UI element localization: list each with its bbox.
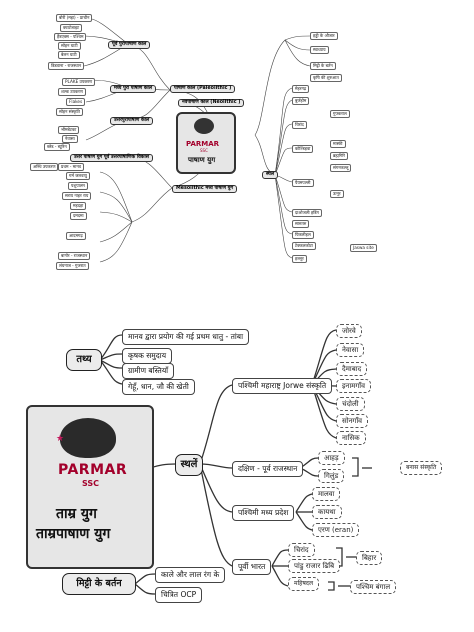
upper-right-item: हल्लूर [292,255,307,263]
upper-logo-sub: SSC [200,148,208,153]
upper-center-title: पाषाण युग [188,156,216,164]
upper-right-item: पिकलीहल [292,231,314,239]
upper-left-item: बागोर - राजस्थान [58,252,91,260]
branch-mid-paleo: मध्य पुरा पाषाण काल [110,85,157,93]
region-eastern-india: पूर्वी भारत [232,559,272,575]
site-item: नासिक [336,431,366,445]
site-item: जोरवे [336,324,362,338]
pottery-item: काले और लाल रंग के [155,567,226,583]
pottery-heading: मिट्टी के बर्तन [62,573,136,595]
branch-pre-mesolithic: उत्तर पाषाण युग पूर्व उत्तरपाषाणिक विकास [70,154,153,162]
region-western-mp: पश्चिमी मध्य प्रदेश [232,505,295,521]
site-item: आहड़ [318,451,345,465]
upper-left-item: क्वार्टजाइट [60,24,83,32]
site-item: चंदोली [336,397,365,411]
upper-left-item: लंघनाज - गुजरात [56,262,89,270]
upper-right-item: सारुतरु [292,220,310,228]
upper-left-item: आदमगढ़ [66,232,86,240]
site-item: एरण (eran) [312,523,360,537]
upper-left-item: बेलन घाटी [58,51,80,59]
pottery-item: चित्रित OCP [155,587,203,603]
branch-neolithic: नवपाषाण काल (Neolithic ) [178,99,245,107]
site-item: मालवा [312,487,341,501]
upper-right-item: ब्रह्मगिरि [330,152,348,160]
lower-center-title-2: ताम्रपाषाण युग [36,526,111,542]
upper-left-item: Flakes [66,98,86,106]
upper-left-item: सोहन घाटी [58,42,81,50]
fact-item: कृषक समुदाय [122,348,173,364]
upper-left-item: PLAKE उपकरण [62,78,96,86]
upper-left-item: बोरी (महा) - प्राचीन [56,14,93,22]
upper-right-item: हड्डी के औजार [310,32,338,40]
upper-left-item: अस्थि उपकरण [30,163,59,171]
upper-left-item: दमदमा [70,212,87,220]
site-item: दैमाबाद [336,362,368,376]
upper-left-item: गर्म जलवायु [66,172,90,180]
lower-logo-emblem [60,418,116,458]
lower-logo-sub: SSC [82,479,100,488]
facts-heading: तथ्य [66,349,102,371]
lower-logo-star-icon: ★ [56,434,65,444]
site-item: चिरांद [288,543,315,557]
upper-logo-text: PARMAR [186,140,220,148]
upper-right-item: संगनकल्लू [330,164,352,172]
upper-left-item: सोहन संस्कृति [56,108,83,116]
site-item: कायथा [312,505,342,519]
upper-left-item: महदहा [70,202,87,210]
upper-right-item: मास्की [330,140,346,148]
upper-right-item: कोल्डिहवा [292,145,314,153]
upper-right-item: मेहरगढ़ [292,85,310,93]
lower-center-title-1: ताम्र युग [56,506,97,522]
upper-right-item: गुफ्कराल [330,110,350,118]
site-item: महिषदल [288,577,320,591]
branch-sites: स्थल [262,171,279,179]
upper-right-item: मिट्टी के बर्तन [310,62,336,70]
upper-right-item: चिरांद [292,121,307,129]
region-note-bengal: पश्चिम बंगाल [350,580,397,594]
site-item: पांडु राजार ढिबि [288,559,341,573]
upper-left-item: प्रथम - मानव [58,163,84,171]
upper-logo-emblem [194,118,214,134]
upper-right-item: टेक्कलकोटा [292,242,316,250]
site-item: नेवासा [336,343,365,357]
upper-left-item: हैंडएक्स - पश्चिम [54,33,87,41]
branch-mesolithic: Mesolithic मध्य पाषाण युग [172,185,238,193]
lower-logo-text: PARMAR [58,462,128,478]
region-note-bihar: बिहार [356,551,383,565]
upper-left-item: ब्लेड - ब्यूरिन [44,143,70,151]
site-item: गिलुंड [318,469,345,483]
upper-right-item: स्वाध्याय [310,46,329,54]
site-item: इनामगाँव [336,379,371,393]
upper-left-item: शल्क उपकरण [58,88,86,96]
upper-right-item: पैयमपल्ली [292,179,314,187]
region-note-banas: बनास संस्कृति [400,461,443,475]
fact-item: गेहूँ, धान, जौ की खेती [122,379,195,395]
upper-right-item: बुर्जहोम [292,97,310,105]
fact-item: ग्रामीण बस्तियाँ [122,363,175,379]
upper-right-item: दाओजली हडिंग [292,209,322,217]
upper-right-item: Jaswa site [350,244,377,252]
fact-item: मानव द्वारा प्रयोग की गई प्रथम धातु - ता… [122,329,250,345]
sites-heading: स्थलें [175,454,203,476]
branch-paleolithic: पाषाण काल (Paleolithic ) [170,85,236,93]
upper-left-item: नेवासा [62,135,78,143]
branch-upper-paleo: उत्तरपुरापाषाण काल [110,117,154,125]
upper-right-item: उत्नूर [330,190,344,198]
upper-left-item: भीमबेटका [58,126,80,134]
region-western-maharashtra: पश्चिमी महाराष्ट्र Jorwe संस्कृति [232,378,333,394]
branch-pre-paleo: पूर्व पुरापाषाण काल [108,41,151,49]
upper-left-item: पशुपालन [68,182,88,190]
region-southeast-rajasthan: दक्षिण - पूर्व राजस्थान [232,461,304,477]
upper-left-item: सराय नाहर राय [62,192,92,200]
site-item: सोनगाँव [336,414,369,428]
upper-right-item: कृषि की शुरुआत [310,74,342,82]
upper-left-item: डिडवाना - राजस्थान [48,62,85,70]
